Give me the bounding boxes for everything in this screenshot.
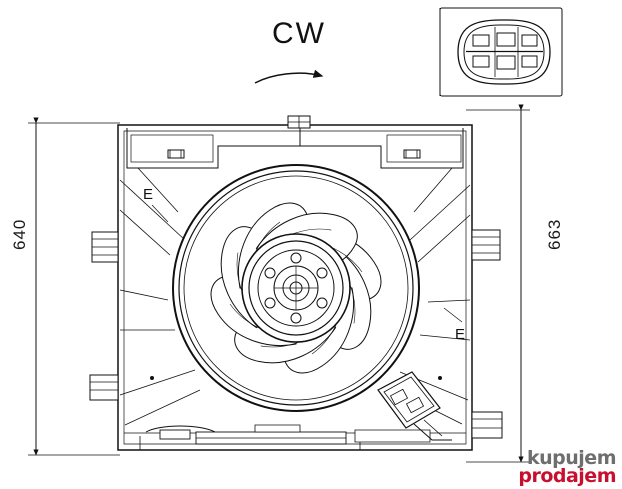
watermark-line-2: prodajem — [518, 464, 616, 487]
watermark-line-1: kupujem — [527, 446, 616, 469]
callout-leaders — [151, 204, 463, 323]
watermark: kupujem prodajem — [518, 446, 616, 487]
rotation-direction-label: CW — [272, 17, 326, 50]
rotation-arrow-icon — [254, 69, 324, 84]
mounting-lugs — [89, 229, 503, 439]
shroud-base — [124, 424, 466, 450]
dimension-right — [466, 104, 530, 463]
dimension-label-right: 663 — [545, 218, 564, 250]
shroud-support-webs — [119, 167, 471, 426]
callout-label-e-lower-right: E — [455, 326, 466, 343]
fan-hub — [241, 233, 351, 343]
harness-plug — [377, 371, 452, 441]
dimension-left — [28, 117, 120, 456]
dimension-label-left: 640 — [10, 218, 29, 250]
callout-label-e-upper-left: E — [143, 186, 154, 203]
reference-marks — [150, 376, 442, 380]
connector-detail — [439, 7, 563, 97]
